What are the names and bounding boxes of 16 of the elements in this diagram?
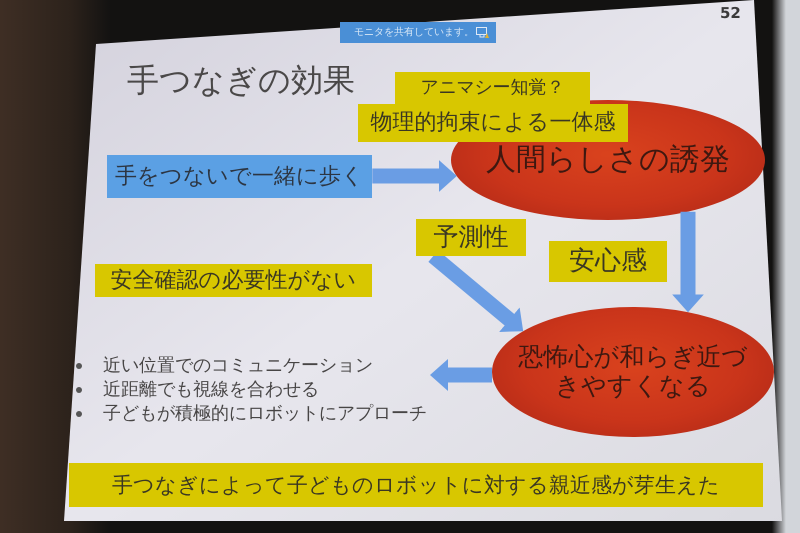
- notification-text: モニタを共有しています。: [354, 26, 474, 39]
- list-item: 子どもが積極的にロボットにアプローチ: [103, 402, 427, 426]
- block-arrow: [372, 160, 457, 192]
- label-box: 予測性: [416, 219, 526, 256]
- summary-banner: 手つなぎによって子どものロボットに対する親近感が芽生えた: [69, 463, 763, 507]
- label-box: 物理的拘束による一体感: [358, 104, 628, 142]
- slide-title: 手つなぎの効果: [127, 63, 355, 98]
- block-arrow: [430, 359, 492, 391]
- process-box: 手をつないで一緒に歩く: [107, 155, 372, 198]
- list-item: 近い位置でのコミュニケーション: [103, 354, 373, 378]
- label-box: アニマシー知覚？: [395, 72, 590, 104]
- label-box: 安全確認の必要性がない: [95, 264, 372, 297]
- list-item: 近距離でも視線を合わせる: [103, 378, 319, 402]
- block-arrow: [672, 212, 704, 312]
- label-box: 安心感: [549, 241, 667, 282]
- page-number: 52: [720, 6, 741, 21]
